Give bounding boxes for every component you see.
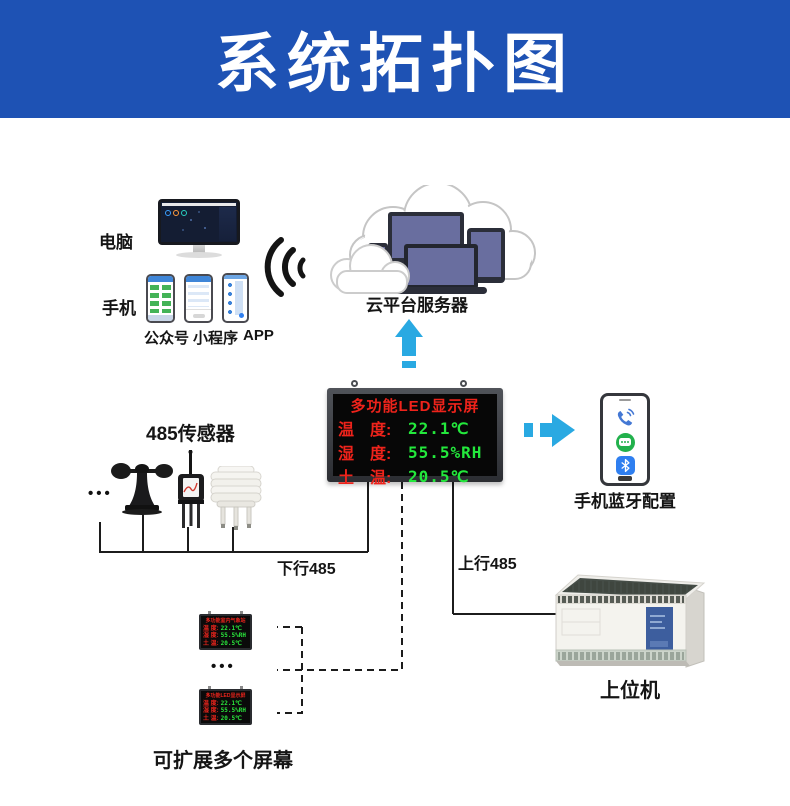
mini-row-value: 20.5℃ xyxy=(220,715,242,723)
mini-led-row: 湿 度:55.5%RH xyxy=(203,632,248,640)
monitor-dashboard xyxy=(161,202,237,242)
mini-row-value: 22.1℃ xyxy=(220,699,242,707)
soil-sensor-icon xyxy=(178,450,204,528)
phone-menu-grid xyxy=(150,285,171,313)
up-arrow-icon xyxy=(395,319,423,368)
mini-led-screen-2: 多功能LED显示屏 温 度:22.1℃ 湿 度:55.5%RH 土 温:20.5… xyxy=(199,686,252,725)
mini-led-row: 温 度:22.1℃ xyxy=(203,699,248,707)
led-screen: 多功能LED显示屏 温 度: 22.1℃ 湿 度: 55.5%RH 土 温: 2… xyxy=(333,394,497,487)
mini-row-label: 温 度: xyxy=(203,700,219,707)
monitor-screen xyxy=(158,199,240,245)
sensors-ellipsis: ••• xyxy=(88,485,113,502)
mini-row-label: 土 温: xyxy=(203,641,219,648)
led-row-label: 湿 度: xyxy=(338,446,392,463)
phone-header-bar xyxy=(148,276,173,282)
cloud-server-icon xyxy=(330,185,536,294)
call-icon xyxy=(617,408,635,426)
small-cloud xyxy=(330,244,410,294)
mini-program-phone-icon xyxy=(184,274,213,323)
downlink-485-label: 下行485 xyxy=(277,561,336,578)
led-row-label: 土 温: xyxy=(338,470,392,487)
mini-led-row: 湿 度:55.5%RH xyxy=(203,707,248,715)
uplink-485-label: 上行485 xyxy=(458,556,517,573)
mini-led-title: 多功能室内气象站 xyxy=(205,617,246,624)
dashed-expansion-lines xyxy=(277,482,403,714)
led-row-temperature: 温 度: 22.1℃ xyxy=(338,416,492,440)
wechat-official-label: 公众号 xyxy=(144,330,190,347)
expansion-ellipsis: ••• xyxy=(211,658,236,675)
app-phone-icon xyxy=(222,273,249,323)
phone-contact-list xyxy=(226,281,245,315)
mini-led-row: 土 温:20.5℃ xyxy=(203,640,248,648)
mini-row-value: 22.1℃ xyxy=(220,624,242,632)
mini-row-label: 湿 度: xyxy=(203,633,219,640)
mini-row-value: 55.5%RH xyxy=(220,707,246,715)
sensors-title: 485传感器 xyxy=(146,424,235,445)
phone-header-bar xyxy=(224,275,247,279)
mini-row-label: 温 度: xyxy=(203,625,219,632)
floating-action-dot xyxy=(239,313,244,318)
phone-label: 手机 xyxy=(102,299,136,318)
phone-header-bar xyxy=(186,276,211,282)
phone-speaker xyxy=(619,399,631,401)
computer-label: 电脑 xyxy=(99,233,133,252)
phone-list-rows xyxy=(188,285,209,307)
mini-row-value: 20.5℃ xyxy=(220,640,242,648)
wechat-official-account-phone-icon xyxy=(146,274,175,323)
led-row-label: 温 度: xyxy=(338,422,392,439)
message-icon xyxy=(615,433,635,452)
expansion-caption: 可扩展多个屏幕 xyxy=(153,750,293,772)
mini-led-screen-content: 多功能室内气象站 温 度:22.1℃ 湿 度:55.5%RH 土 温:20.5℃ xyxy=(201,616,250,648)
radiation-shield-icon xyxy=(210,466,262,530)
led-display: 多功能LED显示屏 温 度: 22.1℃ 湿 度: 55.5%RH 土 温: 2… xyxy=(327,380,503,487)
host-machine-label: 上位机 xyxy=(600,680,660,702)
monitor-map-dots xyxy=(161,202,237,242)
led-row-value: 20.5℃ xyxy=(408,466,470,486)
mini-led-title: 多功能LED显示屏 xyxy=(205,692,246,699)
monitor-stand xyxy=(193,245,205,253)
mini-led-screen-1: 多功能室内气象站 温 度:22.1℃ 湿 度:55.5%RH 土 温:20.5℃ xyxy=(199,611,252,650)
phone-button xyxy=(192,314,205,318)
anemometer-icon xyxy=(111,463,173,515)
led-row-value: 55.5%RH xyxy=(408,442,483,462)
led-title: 多功能LED显示屏 xyxy=(350,398,480,415)
mini-row-label: 土 温: xyxy=(203,716,219,723)
banner: 系统拓扑图 xyxy=(0,0,790,118)
phone-footer-bar xyxy=(148,315,173,321)
led-row-value: 22.1℃ xyxy=(408,418,470,438)
phone-home-button xyxy=(618,476,632,481)
app-label: APP xyxy=(243,327,274,344)
mini-led-row: 温 度:22.1℃ xyxy=(203,624,248,632)
mini-led-row: 土 温:20.5℃ xyxy=(203,715,248,723)
desktop-monitor-icon xyxy=(158,199,240,258)
page-title: 系统拓扑图 xyxy=(215,28,575,100)
mini-row-value: 55.5%RH xyxy=(220,632,246,640)
led-row-soil-temp: 土 温: 20.5℃ xyxy=(338,464,492,488)
mini-program-label: 小程序 xyxy=(193,330,239,347)
monitor-base xyxy=(176,252,222,258)
plc-device-icon xyxy=(554,574,706,668)
hanging-ring-icon xyxy=(460,380,467,387)
cloud-server-label: 云平台服务器 xyxy=(366,296,468,315)
mini-led-screen-content: 多功能LED显示屏 温 度:22.1℃ 湿 度:55.5%RH 土 温:20.5… xyxy=(201,691,250,723)
right-arrow-icon xyxy=(524,414,575,447)
mini-row-label: 湿 度: xyxy=(203,708,219,715)
bluetooth-config-label: 手机蓝牙配置 xyxy=(574,492,676,511)
phone-app-icons xyxy=(603,407,647,475)
led-row-humidity: 湿 度: 55.5%RH xyxy=(338,440,492,464)
wifi-signal-icon xyxy=(264,237,306,297)
hanging-ring-icon xyxy=(351,380,358,387)
phone-bottom-area xyxy=(186,309,211,321)
bluetooth-icon xyxy=(615,456,635,475)
bluetooth-phone-icon xyxy=(600,393,650,486)
